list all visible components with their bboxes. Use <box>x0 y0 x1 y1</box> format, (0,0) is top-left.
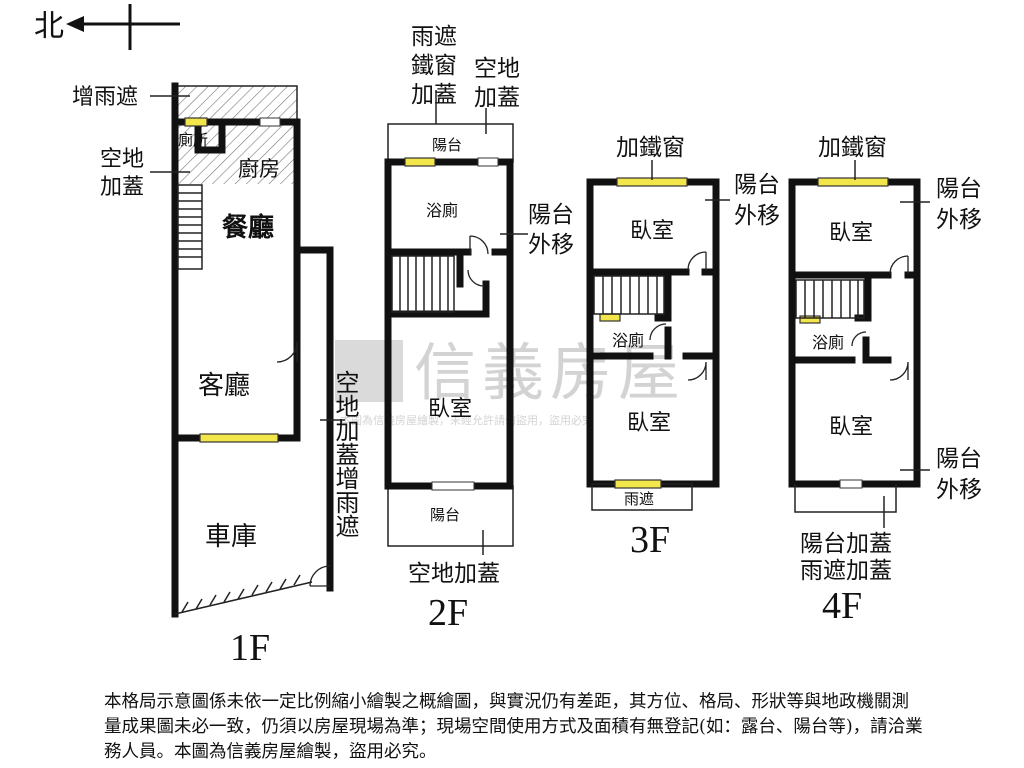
room-4f-bathroom: 浴廁 <box>812 333 844 352</box>
label-1f-vacant-1: 空地 <box>100 147 144 172</box>
label-2f-add: 加蓋 <box>411 82 457 108</box>
door-4f-bath <box>851 331 867 347</box>
label-4f-balcony-out-top-2: 外移 <box>936 207 982 233</box>
door-4f-top <box>889 255 909 275</box>
stairs-3f <box>593 275 665 315</box>
label-2f-vacant-bottom: 空地加蓋 <box>408 561 500 587</box>
opening-1f-kitchen <box>259 117 281 127</box>
door-3f-bath <box>649 323 667 341</box>
room-1f-kitchen: 廚房 <box>238 157 280 181</box>
stairs-1f <box>177 184 203 270</box>
door-2f-stair <box>467 269 485 287</box>
label-1f-side-note: 空地加蓋增雨遮 <box>331 370 359 538</box>
compass: 北 <box>34 4 180 50</box>
room-1f-dining: 餐廳 <box>222 212 274 243</box>
room-2f-balcony-top: 陽台 <box>432 136 462 154</box>
room-3f-bedroom-bottom: 臥室 <box>627 411 671 436</box>
label-4f-balcony-out-bottom-2: 外移 <box>936 477 982 503</box>
label-2f-rain-cover: 雨遮 <box>411 24 457 50</box>
door-3f-bottom <box>687 361 707 381</box>
label-4f-balcony-out-top-1: 陽台 <box>936 176 982 202</box>
wall-2f-stair <box>384 280 490 318</box>
floor-1f: 增雨遮 空地 加蓋 廁所 廚房 餐廳 客廳 車庫 空地加蓋增雨遮 1F <box>72 82 359 669</box>
window-3f-bath <box>599 313 621 322</box>
label-2f-balcony-out-2: 外移 <box>528 232 574 258</box>
label-4f-rain-cover-add: 雨遮加蓋 <box>800 558 892 584</box>
door-3f-top <box>687 251 707 271</box>
wall-4f-stair <box>854 271 872 322</box>
watermark-logo <box>335 340 403 402</box>
label-4f-iron-window: 加鐵窗 <box>818 135 887 161</box>
floor-label-2f: 2F <box>428 592 468 634</box>
window-2f-top <box>404 157 436 167</box>
opening-2f-top <box>477 157 499 167</box>
room-4f-bedroom-top: 臥室 <box>829 221 873 246</box>
room-3f-bedroom-top: 臥室 <box>630 219 674 244</box>
wall-1f-right-extension <box>293 246 334 592</box>
label-2f-balcony-out-1: 陽台 <box>528 202 574 228</box>
wall-1f-upper <box>171 118 301 442</box>
label-1f-rain-cover-add: 增雨遮 <box>72 85 138 110</box>
floor-label-1f: 1F <box>230 627 270 669</box>
label-1f-vacant-2: 加蓋 <box>100 175 144 200</box>
room-1f-living: 客廳 <box>198 371 250 401</box>
north-label: 北 <box>34 9 64 44</box>
compass-arrow-head <box>66 16 84 32</box>
floor-2f: 雨遮 鐵窗 加蓋 空地 加蓋 陽台 浴廁 臥室 陽台 陽台 外移 空地加蓋 2F <box>384 24 574 634</box>
watermark-brand: 信義房屋 <box>414 336 686 409</box>
wall-2f-outer <box>384 158 514 490</box>
window-1f-toilet <box>184 117 208 127</box>
floor-3f: 加鐵窗 陽台 外移 臥室 浴廁 臥室 雨遮 3F <box>586 135 780 561</box>
opening-4f-bottom <box>839 479 863 489</box>
window-4f-top <box>817 177 889 187</box>
door-1f-living <box>276 341 298 363</box>
stairs-2f <box>391 255 455 313</box>
garage-door-line <box>174 581 313 615</box>
floor-label-4f: 4F <box>822 585 862 627</box>
wall-1f-toilet <box>194 118 226 154</box>
label-2f-vacant: 空地 <box>474 56 520 82</box>
wall-4f-bath <box>788 336 892 364</box>
rain-cover-outline <box>175 85 298 120</box>
label-2f-vacant-add: 加蓋 <box>474 85 520 111</box>
label-3f-balcony-out-2: 外移 <box>734 203 780 229</box>
room-4f-bedroom-bottom: 臥室 <box>829 415 873 440</box>
label-2f-iron-window: 鐵窗 <box>411 53 457 79</box>
window-4f-bath <box>799 315 821 324</box>
floor-4f: 加鐵窗 陽台 外移 陽台 外移 陽台加蓋 雨遮加蓋 臥室 浴廁 臥室 4F <box>788 135 982 627</box>
floor-label-3f: 3F <box>630 519 670 561</box>
label-4f-balcony-out-bottom-1: 陽台 <box>936 446 982 472</box>
room-2f-bedroom: 臥室 <box>428 397 472 422</box>
room-3f-bathroom: 浴廁 <box>612 331 644 350</box>
wall-3f-bath <box>586 326 720 360</box>
disclaimer-text: 本格局示意圖係未依一定比例縮小繪製之概繪圖，與實況仍有差距，其方位、格局、形狀等… <box>104 692 923 762</box>
window-1f-living <box>199 433 279 443</box>
stairs-4f <box>795 279 865 319</box>
room-1f-garage: 車庫 <box>205 522 257 552</box>
garage-door-hatch <box>181 574 301 613</box>
door-2f-bath <box>469 235 489 255</box>
room-3f-rain-cover: 雨遮 <box>624 490 654 508</box>
watermark-small: 本圖為信義房屋繪製，未經允許請勿盜用，盜用必究 <box>340 413 593 427</box>
label-3f-balcony-out-1: 陽台 <box>734 172 780 198</box>
label-4f-balcony-add: 陽台加蓋 <box>800 531 892 557</box>
window-3f-bottom <box>614 479 662 489</box>
room-2f-bathroom: 浴廁 <box>426 201 458 220</box>
label-3f-iron-window: 加鐵窗 <box>616 135 685 161</box>
wall-3f-stair <box>654 268 672 322</box>
balcony-4f-bottom <box>794 484 897 513</box>
watermark: 信義房屋 本圖為信義房屋繪製，未經允許請勿盜用，盜用必究 <box>335 336 686 427</box>
room-1f-toilet: 廁所 <box>178 131 208 149</box>
room-2f-balcony-bottom: 陽台 <box>430 506 460 524</box>
door-4f-bottom <box>889 361 909 381</box>
opening-2f-bottom <box>431 481 475 491</box>
